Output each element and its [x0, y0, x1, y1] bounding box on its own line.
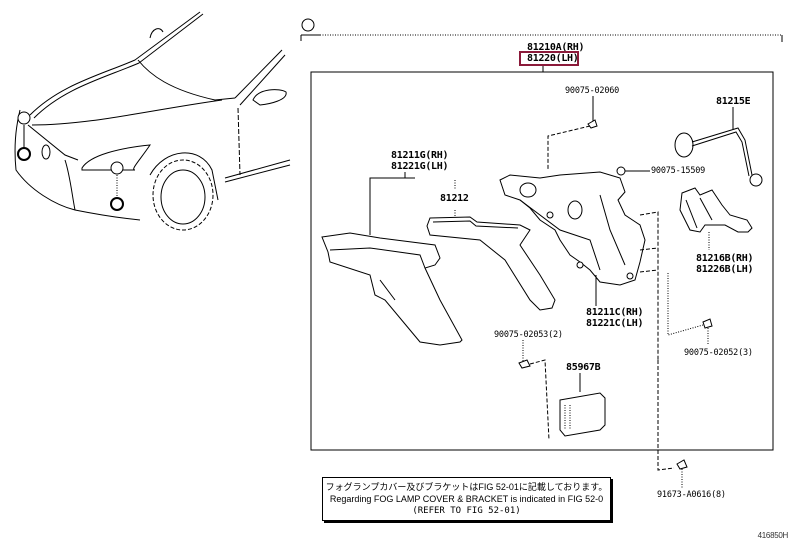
part-label-nut[interactable]: 90075-15509	[651, 166, 706, 176]
part-label-gasket[interactable]: 81212	[440, 193, 469, 204]
part-label-screw-3[interactable]: 90075-02052(3)	[684, 348, 753, 358]
note-line-japanese: フォグランプカバー及びブラケットはFIG 52-01に記載しております。	[325, 482, 608, 492]
assembly-rh-label: 81210A(RH)	[527, 42, 585, 53]
gasket-shape	[426, 216, 556, 311]
part-label-clip[interactable]: 91673-A0616(8)	[657, 490, 726, 500]
note-line-reference[interactable]: (REFER TO FIG 52-01)	[412, 506, 521, 516]
nut-shape	[616, 166, 626, 176]
assembly-box	[310, 71, 774, 451]
part-label-bracket-lh[interactable]: 81226B(LH)	[696, 264, 754, 275]
callout-circle-right	[110, 161, 124, 175]
assembly-lh-label[interactable]: 81220(LH)	[527, 53, 579, 64]
bolt-top-shape	[587, 119, 598, 129]
module-shape	[559, 392, 606, 437]
drawing-code: 416850H	[757, 531, 789, 540]
section-callout-circle	[301, 18, 315, 32]
reference-note: フォグランプカバー及びブラケットはFIG 52-01に記載しております。 Reg…	[322, 477, 611, 521]
bracket-shape	[679, 187, 753, 233]
screw-2-shape	[518, 359, 531, 369]
part-label-cover-rh[interactable]: 81211G(RH)	[391, 150, 449, 161]
fog-lamp-left-circle	[17, 147, 31, 161]
part-label-bolt-top[interactable]: 90075-02060	[565, 86, 620, 96]
clip-shape	[676, 459, 688, 470]
part-label-housing-lh[interactable]: 81221C(LH)	[586, 318, 644, 329]
part-label-cover-lh[interactable]: 81221G(LH)	[391, 161, 449, 172]
part-label-screw-2[interactable]: 90075-02053(2)	[494, 330, 563, 340]
part-label-housing-rh[interactable]: 81211C(RH)	[586, 307, 644, 318]
part-label-wire-harness[interactable]: 81215E	[716, 96, 751, 107]
fog-lamp-housing-shape	[499, 171, 646, 286]
part-label-bracket-rh[interactable]: 81216B(RH)	[696, 253, 754, 264]
car-illustration	[14, 11, 291, 231]
fog-cover-shape	[321, 232, 463, 346]
note-line-english: Regarding FOG LAMP COVER & BRACKET is in…	[329, 494, 604, 504]
fog-lamp-right-circle	[110, 197, 124, 211]
screw-3-shape	[702, 318, 713, 329]
assembly-lh-highlight[interactable]	[519, 51, 579, 66]
harness-connector	[674, 132, 694, 158]
callout-circle-left	[17, 111, 31, 125]
part-label-module[interactable]: 85967B	[566, 362, 601, 373]
